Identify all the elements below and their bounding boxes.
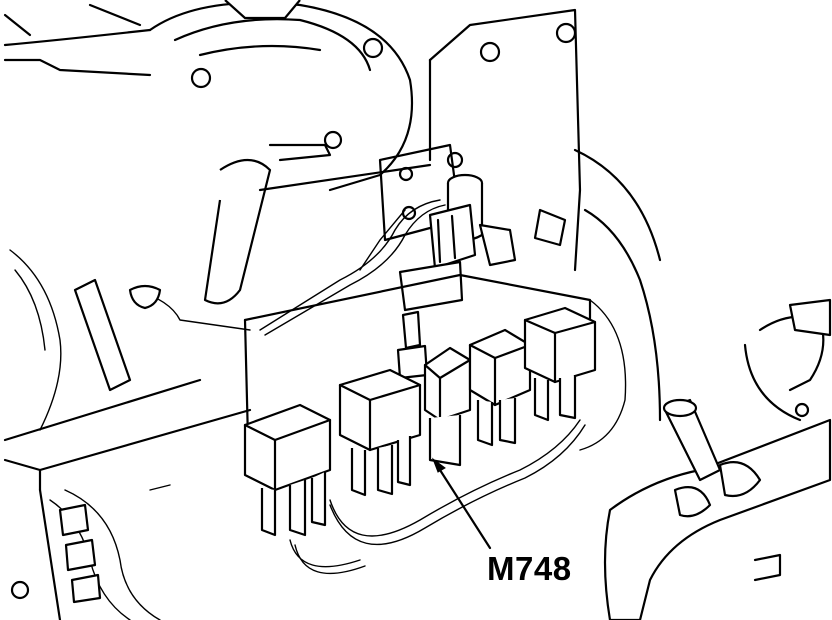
relay-callout-label: M748 — [487, 550, 572, 587]
relay-1 — [243, 403, 332, 537]
strut-tower-mount — [3, 0, 414, 192]
callout-leader — [431, 457, 492, 550]
relay-m748 — [423, 346, 472, 467]
relay-4 — [468, 328, 532, 447]
wiring-harness-lower — [289, 299, 627, 575]
upper-left-hose — [203, 143, 432, 305]
right-hose — [533, 148, 662, 422]
relay-2 — [338, 368, 422, 497]
relay-5 — [523, 306, 597, 422]
left-connectors — [9, 249, 251, 620]
coolant-pipe — [603, 298, 832, 620]
solenoid-valve — [259, 173, 517, 380]
